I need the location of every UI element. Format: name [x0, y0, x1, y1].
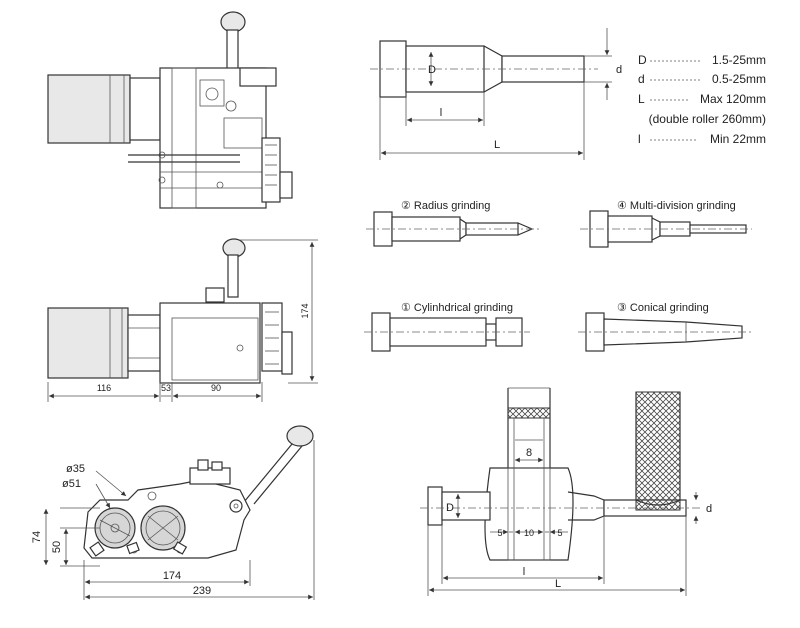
cylindrical-grinding-label: ① Cylinhdrical grinding [401, 302, 513, 314]
front-view-dimensions [43, 440, 315, 600]
grinder-top-view [47, 11, 293, 209]
setup-left-5: 5 [497, 528, 502, 538]
setup-l-label: l [523, 566, 525, 578]
conical-grinding-label: ③ Conical grinding [617, 302, 709, 314]
spec-l-symbol: l [638, 132, 641, 146]
grinder-side-view [47, 238, 293, 384]
spec-l-value: Min 22mm [710, 132, 766, 146]
front-diameter-small: ø51 [62, 478, 81, 490]
grinder-front-view [83, 425, 314, 559]
spec-d-value: 0.5-25mm [712, 72, 766, 86]
multi-division-grinding-punch [580, 210, 752, 248]
cylindrical-grinding-punch [364, 312, 530, 352]
setup-d-label: d [706, 503, 712, 515]
multi-division-grinding-label: ④ Multi-division grinding [617, 200, 736, 212]
side-width-b-dim: 53 [161, 383, 171, 393]
setup-width-8: 8 [526, 447, 532, 459]
punch-L-label: L [494, 139, 500, 151]
spec-L-symbol: L [638, 92, 645, 106]
punch-D-label: D [428, 64, 436, 76]
setup-L-label: L [555, 578, 561, 590]
front-width-174: 174 [163, 570, 181, 582]
setup-mid-10: 10 [524, 528, 534, 538]
grinding-setup [420, 387, 700, 596]
spec-d-symbol: d [638, 72, 645, 86]
setup-right-5: 5 [557, 528, 562, 538]
spec-D-value: 1.5-25mm [712, 53, 766, 67]
punch-profile [370, 28, 612, 160]
punch-l-label: l [440, 107, 442, 119]
spec-double-roller-note: (double roller 260mm) [649, 112, 766, 126]
front-width-239: 239 [193, 585, 211, 597]
spec-D-symbol: D [638, 53, 647, 67]
front-height-50: 50 [51, 541, 63, 553]
spec-L-value: Max 120mm [700, 92, 766, 106]
conical-grinding-punch [578, 312, 752, 352]
side-width-a-dim: 116 [97, 383, 111, 393]
setup-D-label: D [446, 502, 454, 514]
radius-grinding-punch [366, 211, 540, 247]
side-width-c-dim: 90 [211, 383, 221, 393]
side-height-dim: 174 [300, 303, 310, 318]
front-height-74: 74 [31, 531, 43, 543]
front-diameter-large: ø35 [66, 463, 85, 475]
punch-d-label: d [616, 64, 622, 76]
side-view-dimensions [47, 239, 318, 402]
radius-grinding-label: ② Radius grinding [401, 200, 490, 212]
